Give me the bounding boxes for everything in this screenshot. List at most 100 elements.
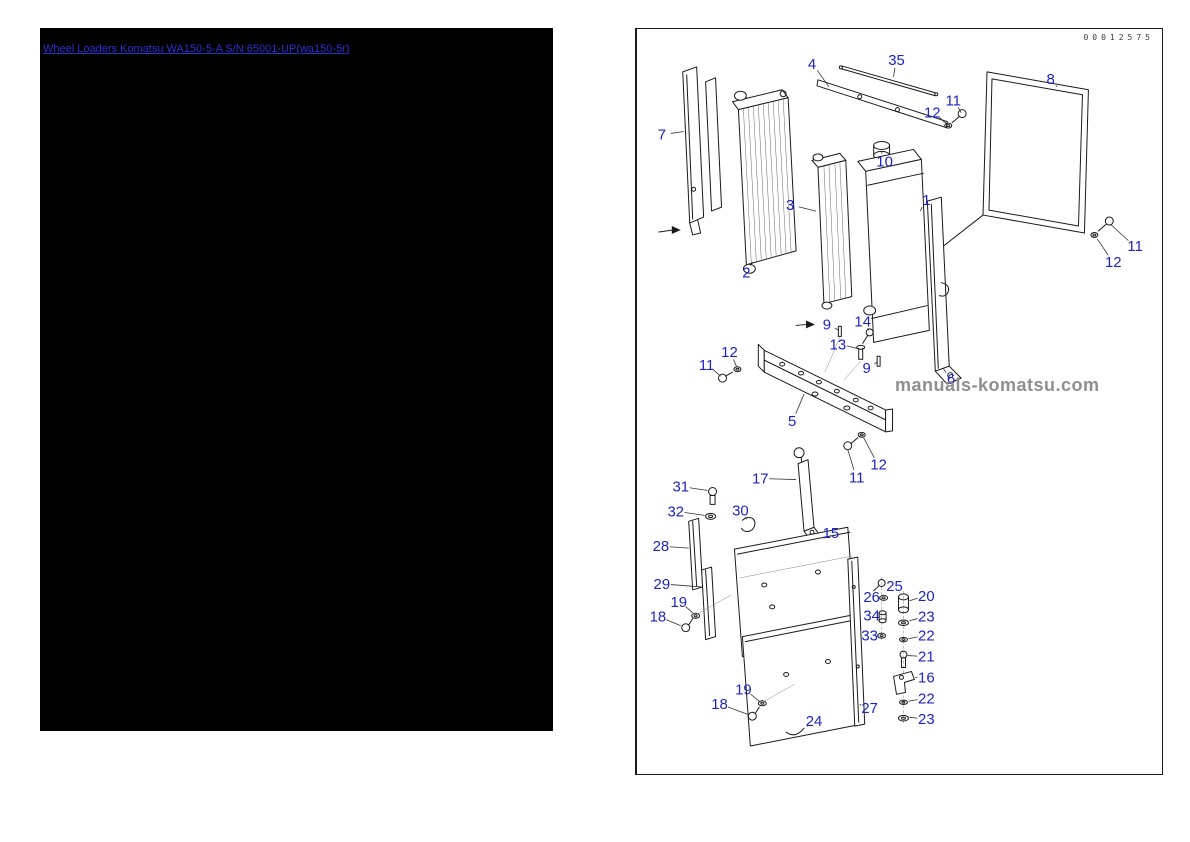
callout-leader-line: [1111, 224, 1129, 241]
part-callout-22[interactable]: 22: [918, 691, 935, 707]
callout-leader-line: [908, 699, 918, 702]
callout-leader-line: [795, 393, 805, 414]
figure-number: 00012575: [1083, 33, 1154, 42]
part-rod-35: [838, 65, 939, 97]
part-callout-1[interactable]: 1: [922, 193, 930, 209]
part-callout-15[interactable]: 15: [823, 526, 840, 542]
part-callout-11[interactable]: 11: [1127, 239, 1142, 255]
part-side-frame-7: [682, 66, 723, 236]
part-channel-27: [847, 556, 866, 727]
callout-leader-line: [684, 512, 705, 516]
part-callout-6[interactable]: 6: [947, 372, 955, 388]
part-callout-12[interactable]: 12: [924, 106, 941, 122]
part-callout-20[interactable]: 20: [918, 589, 935, 605]
callout-leader-line: [942, 367, 947, 373]
spacer-20: [898, 593, 909, 614]
callout-leader-line: [798, 206, 817, 212]
callout-leader-line: [669, 546, 689, 549]
callout-leader-line: [727, 706, 748, 715]
part-callout-7[interactable]: 7: [658, 127, 666, 143]
bolt-11-washer-12: [718, 366, 742, 383]
part-callout-17[interactable]: 17: [752, 472, 769, 488]
part-callout-18[interactable]: 18: [650, 610, 667, 626]
callout-leader-line: [670, 584, 702, 588]
callout-leader-line: [745, 516, 747, 520]
part-callout-27[interactable]: 27: [861, 701, 878, 717]
part-guard-plate-24: [741, 614, 863, 747]
part-clamp-30: [740, 516, 756, 532]
part-callout-9[interactable]: 9: [823, 317, 831, 333]
part-cooler-core-3: [811, 152, 853, 310]
part-radiator-assembly-1: [857, 140, 930, 343]
part-net-guard-8: [936, 71, 1089, 252]
mounting-bolts-cluster: [824, 325, 881, 381]
washer-22: [899, 636, 908, 643]
part-strip-29: [701, 566, 717, 641]
part-callout-22[interactable]: 22: [918, 629, 935, 645]
part-callout-28[interactable]: 28: [653, 539, 670, 555]
part-callout-12[interactable]: 12: [1105, 255, 1122, 271]
part-callout-11[interactable]: 11: [945, 94, 960, 110]
callout-leader-line: [909, 618, 918, 622]
part-callout-23[interactable]: 23: [918, 712, 935, 728]
callout-leader-line: [867, 327, 870, 331]
part-callout-35[interactable]: 35: [888, 53, 905, 69]
part-callout-24[interactable]: 24: [806, 714, 823, 730]
callout-leader-line: [909, 716, 918, 719]
washer-22: [899, 699, 908, 705]
part-callout-19[interactable]: 19: [735, 682, 752, 698]
callout-leader-line: [920, 206, 923, 212]
part-callout-5[interactable]: 5: [788, 414, 796, 430]
spacer-34: [878, 610, 887, 624]
callout-leader-line: [874, 361, 877, 365]
part-side-bracket-6: [926, 196, 962, 385]
part-callout-4[interactable]: 4: [808, 57, 816, 73]
callout-leader-line: [750, 261, 753, 266]
part-callout-26[interactable]: 26: [863, 590, 880, 606]
part-callout-25[interactable]: 25: [886, 579, 903, 595]
part-callout-19[interactable]: 19: [670, 595, 687, 611]
bolt-18-washer-19: [681, 594, 732, 633]
part-callout-14[interactable]: 14: [854, 314, 871, 330]
part-bracket-16: [893, 670, 915, 695]
part-callout-13[interactable]: 13: [830, 337, 847, 353]
callout-leader-line: [750, 693, 760, 702]
callout-leader-line: [909, 597, 918, 602]
callout-leader-line: [769, 478, 797, 480]
part-lower-support-5: [757, 343, 894, 433]
part-callout-21[interactable]: 21: [918, 650, 935, 666]
callout-leader-line: [713, 369, 721, 377]
exploded-parts-drawing: 4358111271031211129141391211651211173132…: [650, 53, 1143, 747]
bolt-11-washer-12: [944, 109, 967, 129]
part-callout-31[interactable]: 31: [672, 479, 689, 495]
callout-leader-line: [908, 636, 918, 640]
model-document-link[interactable]: Wheel Loaders Komatsu WA150-5-A S/N 6500…: [43, 43, 350, 55]
part-callout-30[interactable]: 30: [732, 503, 749, 519]
part-callout-23[interactable]: 23: [918, 610, 935, 626]
callout-leader-line: [685, 606, 693, 614]
part-callout-33[interactable]: 33: [861, 629, 878, 645]
part-callout-2[interactable]: 2: [742, 266, 750, 282]
part-radiator-core-2: [731, 89, 797, 274]
part-callout-10[interactable]: 10: [876, 154, 893, 170]
part-callout-32[interactable]: 32: [667, 504, 684, 520]
part-callout-3[interactable]: 3: [786, 198, 794, 214]
part-callout-9[interactable]: 9: [863, 361, 871, 377]
part-callout-34[interactable]: 34: [863, 609, 880, 625]
bolt-11-washer-12: [1090, 216, 1114, 238]
callout-leader-line: [689, 487, 708, 491]
part-callout-29[interactable]: 29: [654, 577, 671, 593]
part-strip-28: [688, 517, 704, 591]
part-callout-8[interactable]: 8: [1046, 72, 1054, 88]
part-callout-12[interactable]: 12: [870, 458, 887, 474]
part-callout-18[interactable]: 18: [711, 697, 728, 713]
part-callout-11[interactable]: 11: [849, 471, 864, 487]
bolt-31-washer-32: [705, 487, 718, 520]
callout-leader-line: [907, 655, 918, 657]
callout-leader-line: [1055, 85, 1057, 87]
part-callout-11[interactable]: 11: [699, 358, 714, 374]
part-callout-12[interactable]: 12: [721, 345, 738, 361]
callout-leader-line: [816, 70, 830, 88]
part-callout-16[interactable]: 16: [918, 670, 935, 686]
